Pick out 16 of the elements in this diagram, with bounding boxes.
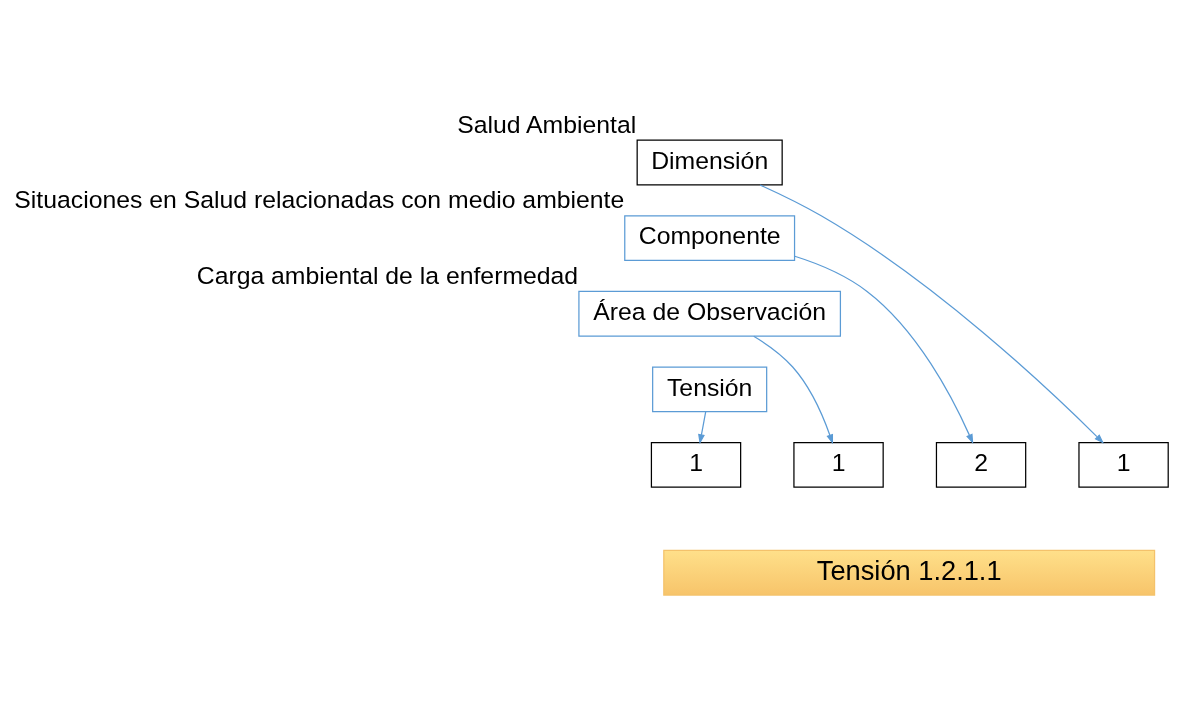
node-box: 1 bbox=[793, 441, 884, 488]
node-box: 1 bbox=[1078, 441, 1169, 488]
arrow bbox=[698, 410, 707, 444]
arrow bbox=[753, 335, 834, 444]
node-label: Situaciones en Salud relacionadas con medio ambiente bbox=[14, 185, 625, 213]
node-box: 1 bbox=[650, 441, 742, 488]
arrow bbox=[759, 183, 1104, 444]
node-label: Carga ambiental de la enfermedad bbox=[196, 261, 579, 289]
node-box: Dimensión bbox=[636, 139, 783, 185]
node-label: Salud Ambiental bbox=[457, 110, 637, 138]
node-box: Tensión bbox=[652, 365, 768, 412]
node-box: Componente bbox=[624, 214, 796, 261]
node-box: 2 bbox=[935, 441, 1027, 488]
node-box: Área de Observación bbox=[578, 290, 842, 337]
arrow bbox=[794, 255, 974, 444]
node-box: Tensión 1.2.1.1 bbox=[663, 549, 1156, 596]
